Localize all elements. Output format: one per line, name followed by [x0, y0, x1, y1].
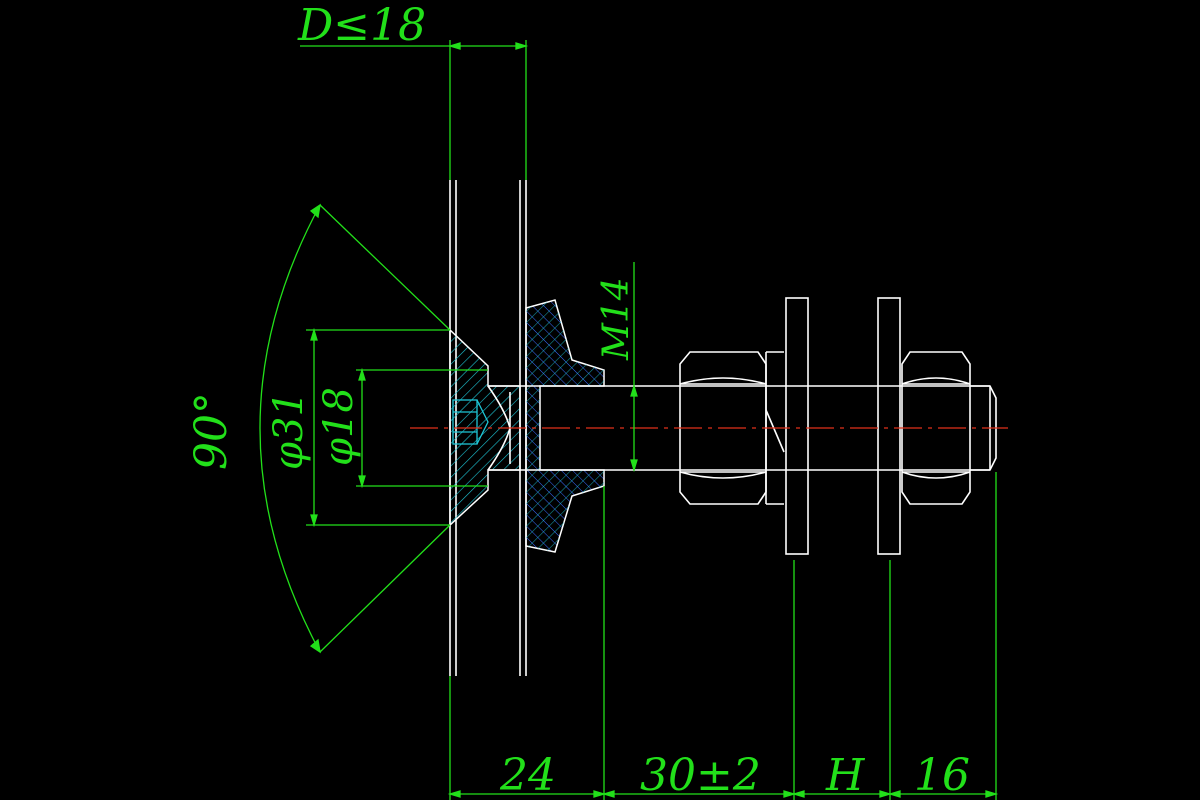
washer-plate-2 [877, 297, 901, 555]
dimension-lines [259, 40, 999, 800]
dim-label-h: H [825, 750, 866, 800]
dim-label-24: 24 [499, 750, 556, 800]
dim-label-angle: 90° [186, 392, 237, 470]
dim-label-dia-large: φ31 [266, 391, 312, 470]
hex-nut-2 [901, 351, 971, 505]
dim-label-thickness: D≤18 [297, 0, 426, 51]
dim-label-thread: M14 [596, 277, 637, 361]
dim-label-16: 16 [914, 750, 970, 800]
dim-label-dia-small: φ18 [316, 387, 362, 466]
hex-nut-1 [679, 351, 785, 505]
bushing [525, 299, 605, 553]
washer-plate-1 [785, 297, 809, 555]
dim-label-30: 30±2 [640, 750, 761, 800]
hex-socket [452, 399, 489, 445]
